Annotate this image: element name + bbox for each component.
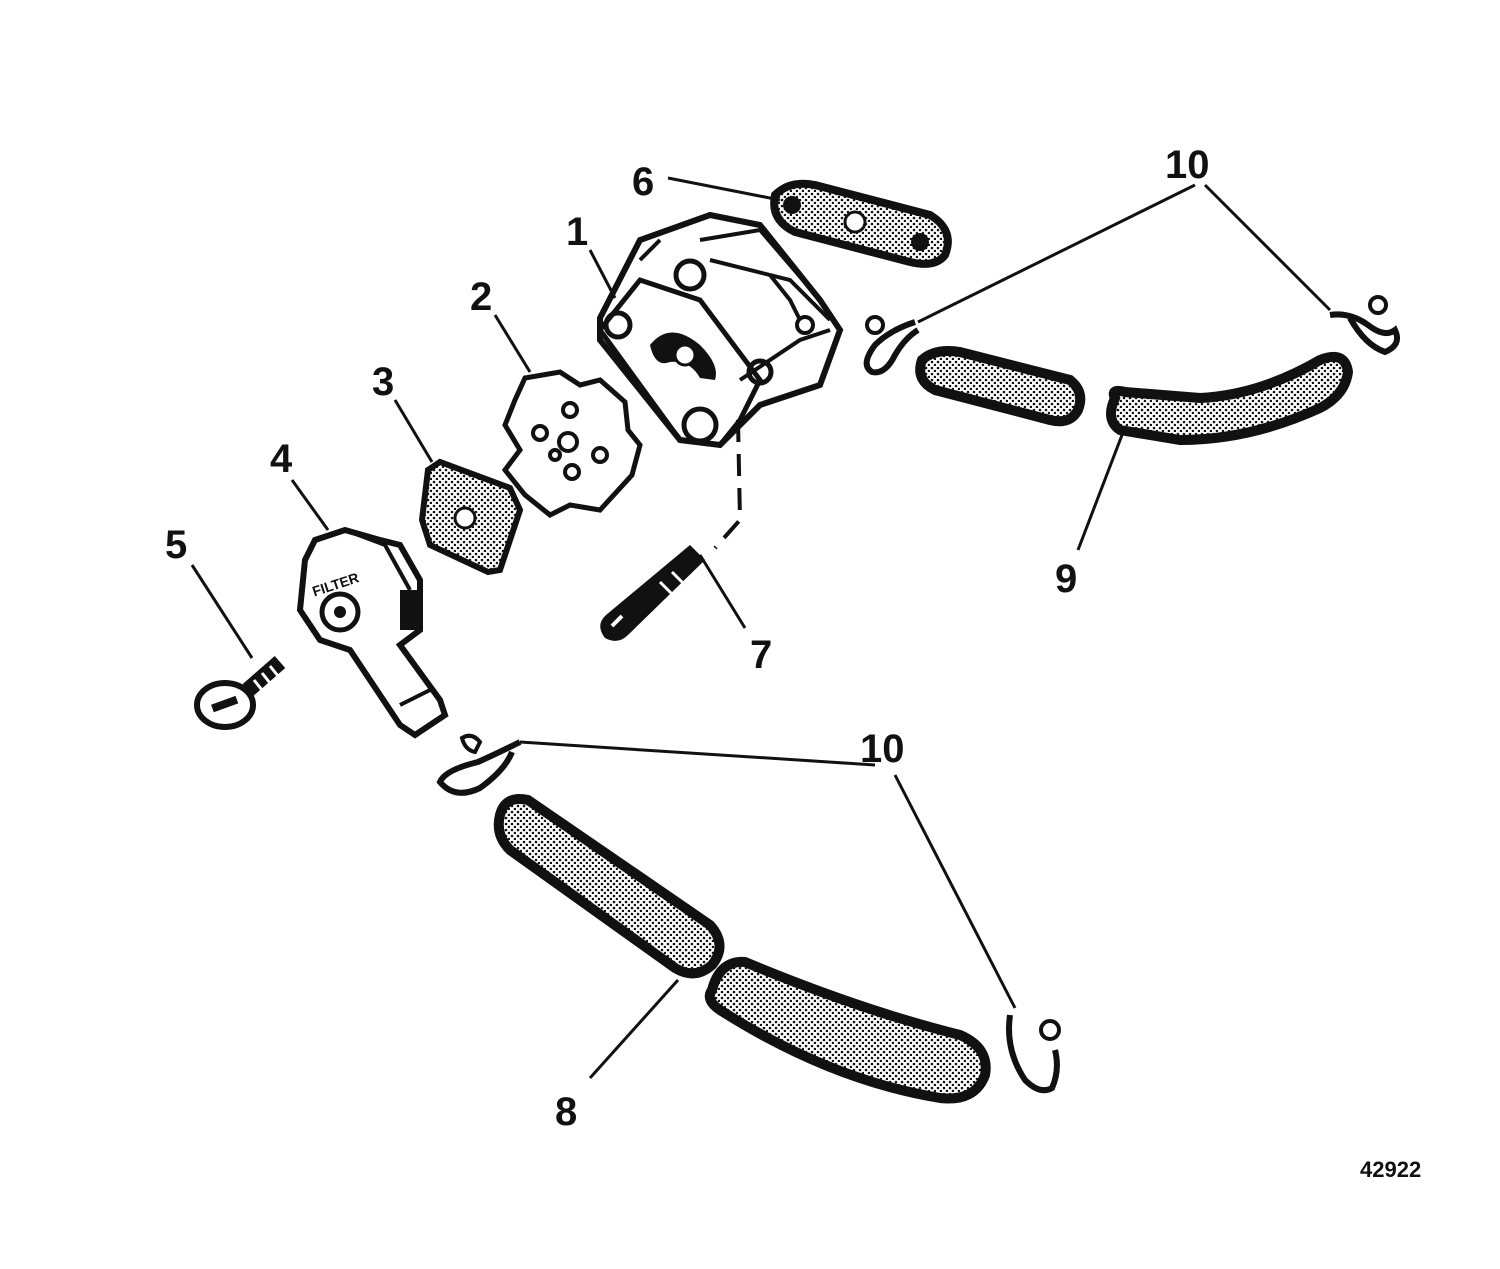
- callout-4: 4: [270, 437, 293, 481]
- hose-clamp-upper-right: [1329, 295, 1400, 356]
- callout-5: 5: [165, 523, 187, 567]
- cover-screw: [194, 655, 286, 730]
- callout-7: 7: [750, 633, 772, 677]
- callout-10-bottom: 10: [860, 727, 905, 771]
- callout-3: 3: [372, 360, 394, 404]
- pump-screen: [770, 179, 952, 268]
- callout-2: 2: [470, 275, 492, 319]
- mounting-bolt: [600, 419, 743, 641]
- pump-gasket: [501, 369, 643, 518]
- callout-1: 1: [566, 210, 588, 254]
- lower-fuel-line: [493, 794, 991, 1104]
- hose-clamp-lower-right: [1006, 1014, 1061, 1094]
- upper-fuel-line: [915, 346, 1354, 446]
- callout-8: 8: [555, 1090, 577, 1134]
- callout-9: 9: [1055, 557, 1077, 601]
- callout-6: 6: [632, 160, 654, 204]
- hose-clamp-upper-left: [863, 315, 920, 376]
- fuel-pump-body: [596, 211, 844, 449]
- hose-clamp-lower-left: [436, 733, 522, 796]
- figure-number: 42922: [1360, 1157, 1421, 1182]
- leader-lines: [190, 176, 1332, 1080]
- pump-diaphragm: [418, 458, 524, 576]
- callout-10-top: 10: [1165, 143, 1210, 187]
- filter-cover: FILTER: [296, 526, 449, 739]
